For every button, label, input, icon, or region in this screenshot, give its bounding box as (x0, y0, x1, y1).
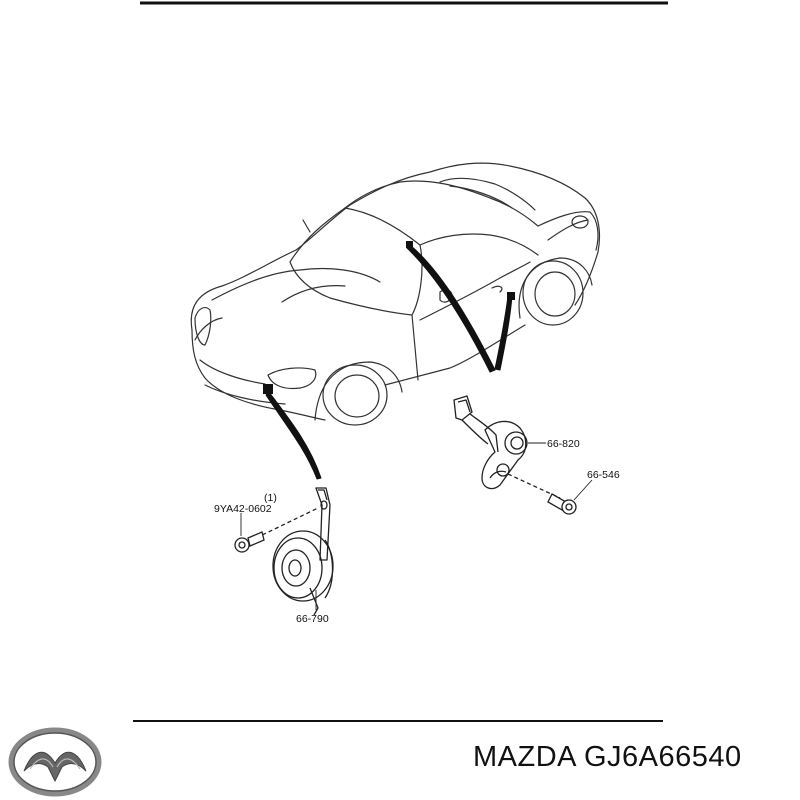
marker-windshield (406, 241, 413, 248)
callout-leaders (265, 244, 513, 480)
marker-door (507, 292, 515, 300)
marker-front (263, 384, 273, 394)
label-66-790: 66-790 (296, 613, 329, 625)
car-illustration (190, 162, 601, 426)
horn-assembly (272, 487, 334, 616)
label-9ya42-0602: 9YA42-0602 (214, 503, 272, 515)
label-66-546: 66-546 (587, 469, 620, 481)
label-note-1: (1) (264, 492, 277, 504)
bolt-9ya42-0602 (234, 507, 319, 553)
label-66-820: 66-820 (547, 438, 580, 450)
label-leaders (240, 442, 593, 610)
brand-part-number: MAZDA GJ6A66540 (473, 741, 742, 773)
screw-66-546 (507, 473, 577, 515)
switch-assembly (453, 395, 528, 490)
mazda-logo-icon (8, 727, 102, 797)
